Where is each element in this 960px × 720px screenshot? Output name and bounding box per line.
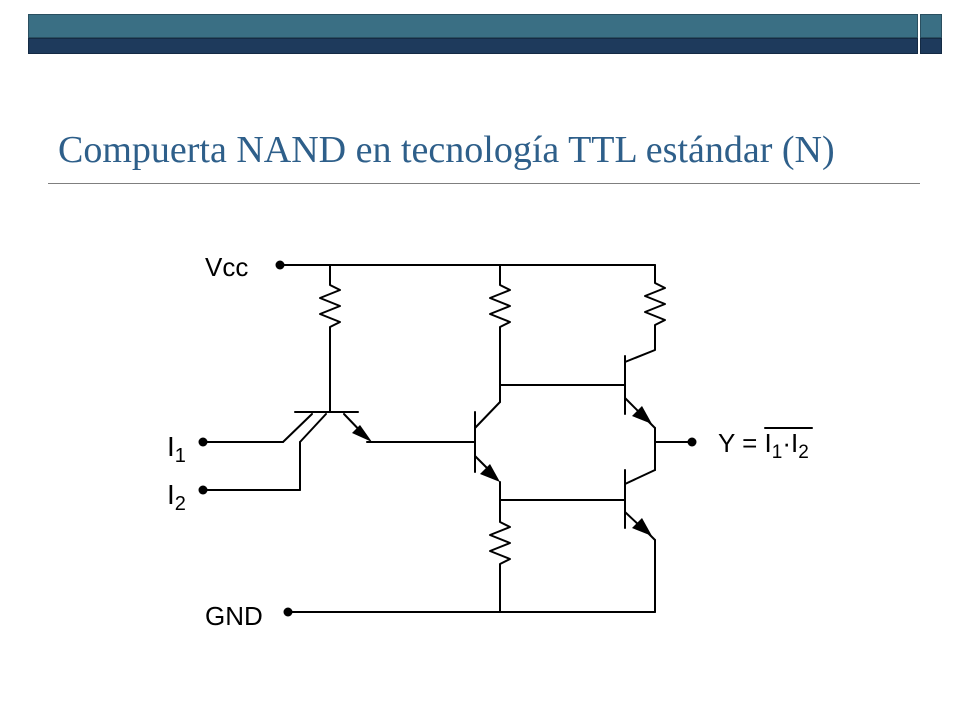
header-square-bottom: [920, 38, 942, 54]
vcc-terminal: [275, 260, 285, 270]
q3-emitter-arrow: [632, 406, 652, 424]
i2-terminal: [198, 485, 208, 495]
output-expression: Y = I1·I2: [718, 428, 809, 463]
y-terminal: [687, 437, 697, 447]
i1-terminal: [198, 437, 208, 447]
q1-emitter-arrow: [352, 425, 372, 442]
gnd-terminal: [283, 607, 293, 617]
vcc-label: Vcc: [205, 252, 248, 282]
transistor-q4: [624, 469, 656, 613]
slide-title: Compuerta NAND en tecnología TTL estánda…: [58, 129, 835, 171]
q2-emitter-arrow: [480, 464, 500, 482]
header-bar-top: [28, 14, 918, 38]
transistor-q2: [474, 384, 501, 501]
q4-emitter-arrow: [632, 518, 652, 536]
transistor-q1-multiemitter: [199, 411, 476, 491]
gnd-label: GND: [205, 601, 263, 631]
header-square-top: [920, 14, 942, 38]
slide-header-bar: [28, 14, 942, 54]
i1-label: I1: [167, 431, 186, 467]
resistor-r2: [489, 264, 511, 386]
header-bar-bottom: [28, 38, 918, 54]
resistor-r1: [319, 264, 341, 413]
title-divider: [48, 183, 920, 184]
i2-label: I2: [167, 479, 186, 515]
resistor-r4: [489, 499, 511, 613]
resistor-r3: [624, 264, 666, 363]
